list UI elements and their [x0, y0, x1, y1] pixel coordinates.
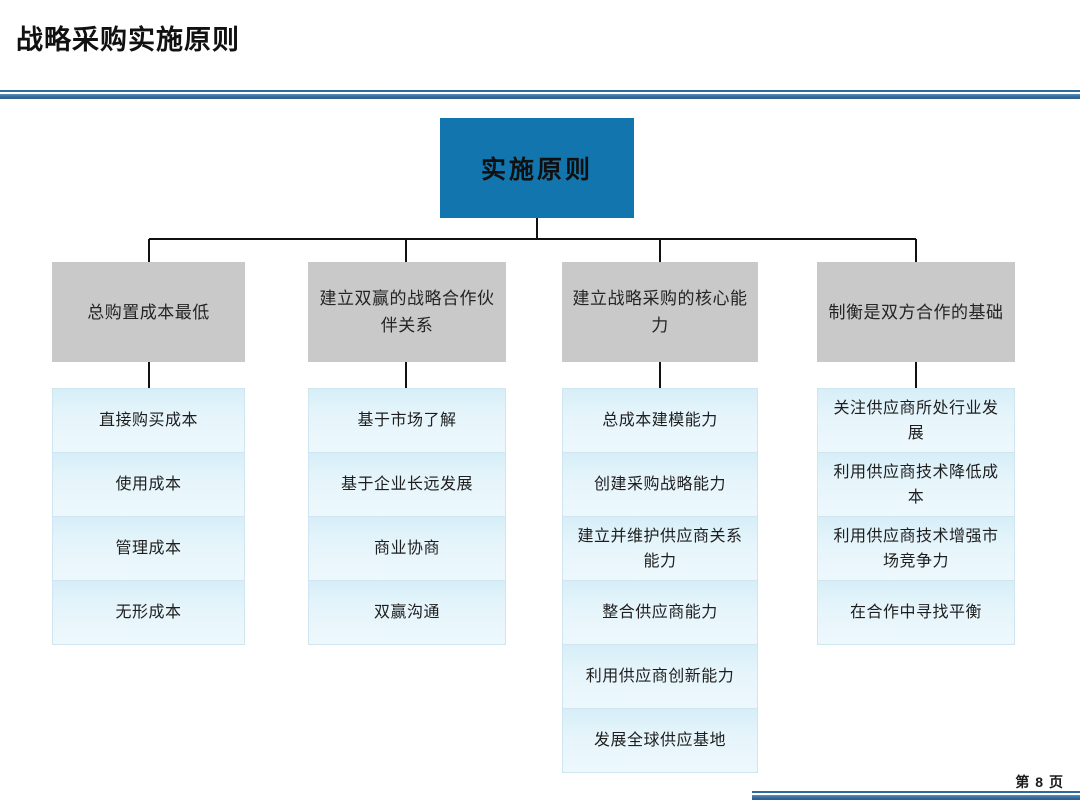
list-item[interactable]: 无形成本	[53, 581, 244, 645]
header-divider-thick-line	[0, 94, 1080, 99]
branch-header-3[interactable]: 建立战略采购的核心能力	[562, 262, 758, 362]
list-item-label: 发展全球供应基地	[593, 732, 726, 749]
root-node[interactable]: 实施原则	[440, 118, 634, 218]
list-item[interactable]: 创建采购战略能力	[563, 453, 757, 517]
list-item[interactable]: 在合作中寻找平衡	[818, 581, 1014, 645]
branch-column-4: 制衡是双方合作的基础 关注供应商所处行业发展 利用供应商技术降低成本 利用供应商…	[817, 262, 1015, 645]
footer-divider	[752, 791, 1080, 801]
list-item-label: 直接购买成本	[98, 412, 198, 429]
list-item-label: 使用成本	[115, 476, 182, 493]
list-item-label: 利用供应商创新能力	[585, 668, 735, 685]
list-item-label: 管理成本	[115, 540, 182, 557]
branch-header-label: 建立战略采购的核心能力	[572, 289, 748, 335]
footer-divider-gap	[752, 793, 1080, 795]
header-divider-gap	[0, 92, 1080, 94]
page-title: 战略采购实施原则	[16, 25, 240, 55]
branch-header-label: 建立双赢的战略合作伙伴关系	[319, 289, 495, 335]
branch-item-list-1: 直接购买成本 使用成本 管理成本 无形成本	[52, 388, 245, 645]
list-item[interactable]: 直接购买成本	[53, 389, 244, 453]
list-item[interactable]: 发展全球供应基地	[563, 709, 757, 773]
list-item[interactable]: 利用供应商技术降低成本	[818, 453, 1014, 517]
branch-column-2: 建立双赢的战略合作伙伴关系 基于市场了解 基于企业长远发展 商业协商 双赢沟通	[308, 262, 506, 645]
list-item[interactable]: 商业协商	[309, 517, 505, 581]
branch-item-list-2: 基于市场了解 基于企业长远发展 商业协商 双赢沟通	[308, 388, 506, 645]
list-item-label: 双赢沟通	[373, 604, 440, 621]
list-item[interactable]: 关注供应商所处行业发展	[818, 389, 1014, 453]
list-item-label: 在合作中寻找平衡	[849, 604, 982, 621]
root-node-label: 实施原则	[480, 156, 593, 184]
branch-header-1[interactable]: 总购置成本最低	[52, 262, 245, 362]
list-item-label: 建立并维护供应商关系能力	[577, 527, 743, 570]
list-item[interactable]: 管理成本	[53, 517, 244, 581]
branch-item-list-4: 关注供应商所处行业发展 利用供应商技术降低成本 利用供应商技术增强市场竞争力 在…	[817, 388, 1015, 645]
list-item[interactable]: 基于市场了解	[309, 389, 505, 453]
list-item[interactable]: 利用供应商技术增强市场竞争力	[818, 517, 1014, 581]
footer-divider-thick-line	[752, 795, 1080, 800]
org-chart: 实施原则 总购置成本最低 直接购买成本 使用成本 管理成本 无形成本 建立双赢的…	[0, 100, 1080, 790]
list-item[interactable]: 整合供应商能力	[563, 581, 757, 645]
page-number: 第 8 页	[1015, 774, 1064, 790]
connector-lines	[148, 218, 917, 388]
list-item-label: 利用供应商技术增强市场竞争力	[833, 527, 999, 570]
list-item-label: 关注供应商所处行业发展	[833, 399, 999, 442]
branch-column-1: 总购置成本最低 直接购买成本 使用成本 管理成本 无形成本	[52, 262, 245, 645]
list-item-label: 创建采购战略能力	[593, 476, 726, 493]
list-item[interactable]: 总成本建模能力	[563, 389, 757, 453]
branch-item-list-3: 总成本建模能力 创建采购战略能力 建立并维护供应商关系能力 整合供应商能力 利用…	[562, 388, 758, 773]
list-item-label: 无形成本	[115, 604, 182, 621]
list-item[interactable]: 建立并维护供应商关系能力	[563, 517, 757, 581]
branch-header-label: 制衡是双方合作的基础	[828, 302, 1004, 322]
list-item[interactable]: 基于企业长远发展	[309, 453, 505, 517]
branch-header-label: 总购置成本最低	[87, 302, 210, 322]
list-item[interactable]: 利用供应商创新能力	[563, 645, 757, 709]
branch-column-3: 建立战略采购的核心能力 总成本建模能力 创建采购战略能力 建立并维护供应商关系能…	[562, 262, 758, 773]
list-item-label: 商业协商	[373, 540, 440, 557]
branch-header-4[interactable]: 制衡是双方合作的基础	[817, 262, 1015, 362]
footer-divider-thin-line	[752, 791, 1080, 793]
list-item[interactable]: 使用成本	[53, 453, 244, 517]
list-item-label: 利用供应商技术降低成本	[833, 463, 999, 506]
list-item-label: 整合供应商能力	[602, 604, 718, 621]
branch-header-2[interactable]: 建立双赢的战略合作伙伴关系	[308, 262, 506, 362]
list-item-label: 基于市场了解	[357, 412, 457, 429]
list-item-label: 基于企业长远发展	[340, 476, 473, 493]
header-divider-thin-line	[0, 90, 1080, 92]
header-divider	[0, 90, 1080, 100]
list-item[interactable]: 双赢沟通	[309, 581, 505, 645]
list-item-label: 总成本建模能力	[602, 412, 718, 429]
